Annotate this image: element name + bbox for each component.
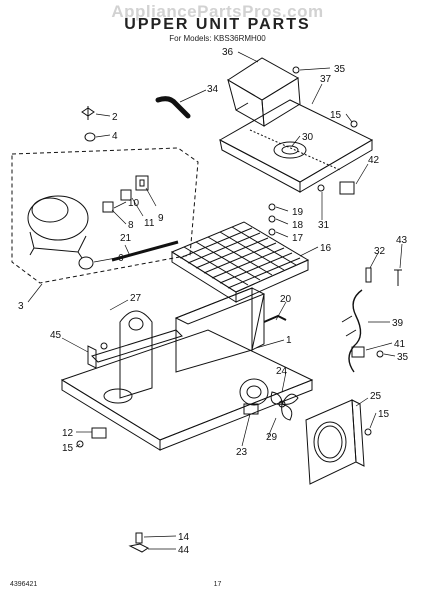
part-4-grommet [84, 132, 96, 142]
callout-4: 4 [112, 131, 118, 142]
callout-31: 31 [318, 220, 330, 231]
part-42-connector [339, 181, 355, 195]
part-20-wire [263, 314, 287, 323]
callout-10: 10 [128, 198, 140, 209]
callout-35-top: 35 [334, 64, 346, 75]
part-36-cover [227, 57, 301, 127]
callout-24: 24 [276, 366, 288, 377]
callout-37: 37 [320, 74, 332, 85]
callout-43: 43 [396, 235, 408, 246]
callout-35-right: 35 [397, 352, 409, 363]
callout-1: 1 [286, 335, 292, 346]
callout-23: 23 [236, 447, 248, 458]
leader-lines [27, 51, 403, 550]
callout-32: 32 [374, 246, 386, 257]
part-24-fan-blade [270, 391, 299, 421]
relay-parts [102, 175, 149, 213]
watermark: AppliancePartsPros.com [111, 2, 324, 21]
page-title: UPPER UNIT PARTS [124, 16, 311, 33]
callout-9: 9 [158, 213, 164, 224]
callout-3: 3 [18, 301, 24, 312]
base-pan [60, 329, 314, 451]
document-number: 4396421 [10, 581, 38, 588]
callout-11: 11 [144, 218, 155, 229]
callout-18: 18 [292, 220, 304, 231]
callout-19: 19 [292, 207, 304, 218]
part-16-condenser [170, 221, 310, 303]
part-27-bracket [119, 310, 153, 399]
part-41-connector [351, 346, 365, 358]
callout-29: 29 [266, 432, 278, 443]
callout-27: 27 [130, 293, 142, 304]
callout-17: 17 [292, 233, 304, 244]
callout-21: 21 [120, 233, 132, 244]
part-21-tube [111, 240, 179, 262]
callout-45: 45 [50, 330, 62, 341]
callout-41: 41 [394, 339, 406, 350]
callout-39: 39 [392, 318, 404, 329]
part-37-tray [218, 99, 374, 193]
part-44-clip [128, 543, 149, 553]
callout-15-top: 15 [330, 110, 342, 121]
callout-36: 36 [222, 47, 234, 58]
part-32-spacer [365, 267, 372, 283]
part-6-grommet [78, 256, 94, 270]
compressor-group-outline [11, 147, 199, 284]
part-1-shroud [174, 287, 266, 373]
callout-15-left: 15 [62, 443, 74, 454]
callout-20: 20 [280, 294, 292, 305]
callout-44: 44 [178, 545, 190, 556]
part-14-screw [135, 532, 143, 544]
part-23-fan-motor [239, 378, 269, 415]
page-number: 17 [213, 581, 222, 588]
part-45-terminal [87, 345, 97, 369]
callout-34: 34 [207, 84, 219, 95]
callout-2: 2 [112, 112, 118, 123]
part-39-harness [341, 289, 363, 373]
callout-42: 42 [368, 155, 380, 166]
part-12-connector [91, 427, 107, 439]
side-rail [91, 329, 183, 363]
part-2-clip [81, 106, 95, 120]
fastener-screws [76, 66, 384, 448]
callout-12: 12 [62, 428, 74, 439]
part-34-hose [155, 96, 191, 119]
part-25-shroud-panel [305, 399, 365, 485]
part-43-screw [394, 269, 402, 286]
callout-8: 8 [128, 220, 134, 231]
callout-15-right: 15 [378, 409, 390, 420]
callout-16: 16 [320, 243, 332, 254]
callout-25: 25 [370, 391, 382, 402]
callout-6: 6 [118, 253, 124, 264]
callout-numbers: 36 35 37 34 15 30 2 4 42 10 11 8 9 31 19… [18, 47, 409, 556]
model-subtitle: For Models: KBS36RMH00 [169, 34, 266, 43]
callout-14: 14 [178, 532, 190, 543]
compressor [27, 195, 89, 259]
callout-30: 30 [302, 132, 314, 143]
